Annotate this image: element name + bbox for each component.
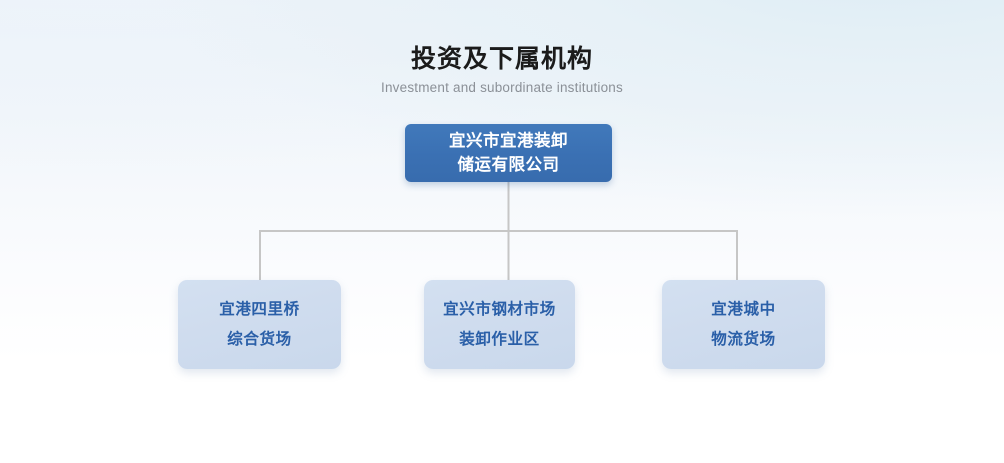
org-node-child-2-line-1: 宜兴市钢材市场 — [443, 300, 556, 318]
page-title: 投资及下属机构 — [410, 45, 593, 73]
page-heading: 投资及下属机构 Investment and subordinate insti… — [0, 44, 1004, 96]
org-node-root-line-2: 储运有限公司 — [457, 156, 560, 174]
org-node-child-1-line-1: 宜港四里桥 — [219, 300, 300, 318]
org-node-child-siliqiao[interactable]: 宜港四里桥 综合货场 — [178, 280, 341, 369]
org-node-child-steel-market[interactable]: 宜兴市钢材市场 装卸作业区 — [424, 280, 575, 369]
page-subtitle: Investment and subordinate institutions — [381, 80, 623, 95]
org-node-child-3-line-1: 宜港城中 — [711, 300, 776, 318]
org-node-child-3-line-2: 物流货场 — [711, 330, 776, 348]
org-node-root-line-1: 宜兴市宜港装卸 — [449, 132, 568, 150]
org-node-child-2-line-2: 装卸作业区 — [459, 330, 540, 348]
org-node-child-1-line-2: 综合货场 — [227, 330, 292, 348]
org-node-child-chengzhong[interactable]: 宜港城中 物流货场 — [662, 280, 825, 369]
org-node-root[interactable]: 宜兴市宜港装卸 储运有限公司 — [405, 124, 612, 182]
